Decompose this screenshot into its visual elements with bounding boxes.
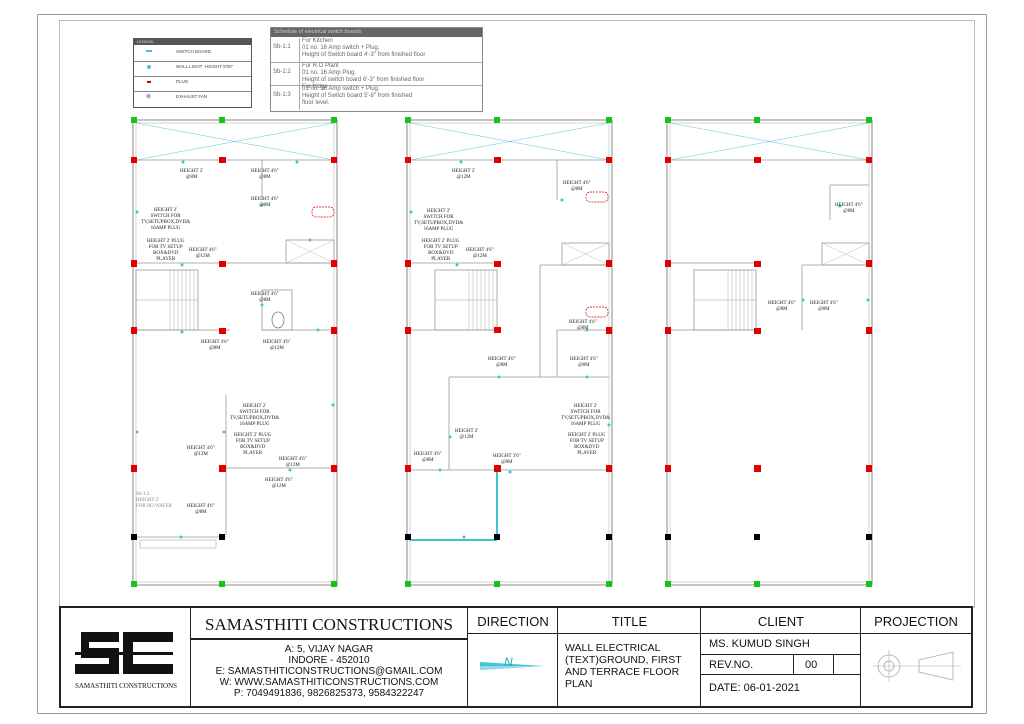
first-label: HEIGHT 4'6" @12M <box>466 248 494 259</box>
schedule-text: For Kitchen 01 no. 16 Amp switch + Plug.… <box>302 38 426 58</box>
logo-cell: SAMASTHITI CONSTRUCTIONS <box>61 608 191 706</box>
terrace-floor-plan <box>665 117 873 587</box>
title-block: SAMASTHITI CONSTRUCTIONS SAMASTHITI CONS… <box>59 606 973 708</box>
schedule-text: For R.O Plant 01 no. 16 Amp Plug. Height… <box>302 63 425 90</box>
ground-label: HEIGHT 4'6" @8M <box>251 292 279 303</box>
legend-label: EXHAUST FAN <box>176 94 208 99</box>
schedule-row: Sb-1:1 For Kitchen 01 no. 16 Amp switch … <box>271 38 482 63</box>
floor-plans-drawing <box>131 117 873 587</box>
wall-light-symbol-icon <box>147 65 151 69</box>
drawing-title: WALL ELECTRICAL (TEXT)GROUND, FIRST AND … <box>565 642 682 690</box>
first-floor-plan <box>405 117 613 587</box>
client-cell: CLIENT MS. KUMUD SINGH REV.NO. 00 DATE: … <box>701 608 861 706</box>
first-label: HEIGHT 2' SWITCH FOR TV,SETUPBOX,DVD& 16… <box>561 404 611 427</box>
logo-text: SAMASTHITI CONSTRUCTIONS <box>74 682 178 690</box>
ground-label: HEIGHT 4'6" @8M <box>251 197 279 208</box>
schedule-title: Schedule of electrical switch boards <box>271 28 482 37</box>
legend-label: SWITCH BOARD <box>176 49 212 54</box>
ground-note: Sb-1:2 HEIGHT 2' FOR RO WATER <box>136 492 172 509</box>
schedule-id: Sb-1:1 <box>273 44 291 50</box>
terrace-label: HEIGHT 4'6" @8M <box>768 301 796 312</box>
legend-row-exhaust-fan: ⊗ EXHAUST FAN <box>134 91 251 106</box>
projection-label: PROJECTION <box>874 614 958 629</box>
address-line-2: INDORE - 452010 <box>288 654 370 666</box>
legend-row-plug: PLUG <box>134 76 251 92</box>
legend-row-switch-board: SWITCH BOARD <box>134 46 251 62</box>
ground-label: HEIGHT 4'6" @12M <box>263 340 291 351</box>
company-phone: P: 7049491836, 9826825373, 9584322247 <box>233 687 425 699</box>
company-cell: SAMASTHITI CONSTRUCTIONS A: 5, VIJAY NAG… <box>191 608 468 706</box>
direction-cell: DIRECTION N <box>468 608 558 706</box>
company-website: W: WWW.SAMASTHITICONSTRUCTIONS.COM <box>219 676 439 688</box>
ground-label: HEIGHT 4'6" @12M <box>189 248 217 259</box>
ground-label: HEIGHT 2' SWITCH FOR TV,SETUPBOX,DVD& 16… <box>230 404 280 427</box>
legend-label: WALL LIGHT -HEIGHT 8'00" <box>176 64 234 69</box>
company-email: E: SAMASTHITICONSTRUCTIONS@GMAIL.COM <box>215 665 443 677</box>
switch-board-schedule: Schedule of electrical switch boards Sb-… <box>270 27 483 112</box>
client-label: CLIENT <box>757 614 805 629</box>
switch-board-symbol-icon <box>146 50 152 52</box>
ground-label: HEIGHT 2' PLUG FOR TV SETUP BOX&DVD PLAY… <box>147 239 185 262</box>
schedule-id: Sb-1:3 <box>273 92 291 98</box>
ground-label: HEIGHT 4'6" @8M <box>187 504 215 515</box>
ground-label: HEIGHT 2' PLUG FOR TV SETUP BOX&DVD PLAY… <box>234 433 272 456</box>
rev-label: REV.NO. <box>709 659 754 671</box>
ground-label: HEIGHT 4'6" @12M <box>279 457 307 468</box>
projection-symbol-icon <box>873 650 961 682</box>
address-line-1: A: 5, VIJAY NAGAR <box>284 643 374 655</box>
company-name: SAMASTHITI CONSTRUCTIONS <box>205 615 453 634</box>
drawing-sheet-border <box>37 14 987 714</box>
projection-cell: PROJECTION <box>861 608 971 706</box>
title-cell: TITLE WALL ELECTRICAL (TEXT)GROUND, FIRS… <box>558 608 701 706</box>
ground-label: HEIGHT 4'6" @12M <box>187 446 215 457</box>
plug-symbol-icon <box>147 81 151 83</box>
client-name: MS. KUMUD SINGH <box>709 638 810 650</box>
terrace-label: HEIGHT 4'6" @8M <box>810 301 838 312</box>
title-label: TITLE <box>611 614 648 629</box>
ground-label: HEIGHT 4'6" @12M <box>265 478 293 489</box>
first-label: HEIGHT 4'6" @8M <box>563 181 591 192</box>
first-label: HEIGHT 2' PLUG FOR TV SETUP BOX&DVD PLAY… <box>568 433 606 456</box>
schedule-row: Sb-1:3 01 no. 16 Amp switch + Plug. Heig… <box>271 86 482 110</box>
terrace-label: HEIGHT 4'6" @8M <box>835 203 863 214</box>
first-label: HEIGHT 2' SWITCH FOR TV,SETUPBOX,DVD& 16… <box>414 209 464 232</box>
drawing-date: DATE: 06-01-2021 <box>709 682 800 694</box>
first-label: HEIGHT 4'6" @8M <box>488 357 516 368</box>
schedule-id: Sb-1:2 <box>273 69 291 75</box>
north-letter: N <box>504 655 513 669</box>
ground-floor-plan <box>131 117 338 587</box>
legend-row-wall-light: WALL LIGHT -HEIGHT 8'00" <box>134 61 251 77</box>
first-label: HEIGHT 2' PLUG FOR TV SETUP BOX&DVD PLAY… <box>422 239 460 262</box>
schedule-row: Sb-1:2 For R.O Plant 01 no. 16 Amp Plug.… <box>271 63 482 90</box>
ground-label: HEIGHT 2' @8M <box>180 169 204 180</box>
legend-header: LEGEND <box>134 39 251 45</box>
first-label: HEIGHT 2' @12M <box>455 429 479 440</box>
exhaust-fan-symbol-icon: ⊗ <box>146 94 152 100</box>
ground-label: HEIGHT 4'6" @8M <box>251 169 279 180</box>
legend-label: PLUG <box>176 79 189 84</box>
first-label: HEIGHT 4'6" @8M <box>569 320 597 331</box>
ground-label: HEIGHT 2' SWITCH FOR TV,SETUPBOX,DVD& 16… <box>141 208 191 231</box>
ground-label: HEIGHT 4'6" @8M <box>201 340 229 351</box>
legend: LEGEND SWITCH BOARD WALL LIGHT -HEIGHT 8… <box>133 38 252 108</box>
company-logo-icon <box>75 632 173 674</box>
first-label: HEIGHT 2' @12M <box>452 169 476 180</box>
first-label: HEIGHT 4'6" @8M <box>570 357 598 368</box>
schedule-text: 01 no. 16 Amp switch + Plug. Height of S… <box>302 86 412 106</box>
first-label: HEIGHT 4'6" @8M <box>414 452 442 463</box>
first-label: HEIGHT 3'6" @8M <box>493 454 521 465</box>
north-arrow-icon <box>480 662 544 670</box>
rev-value: 00 <box>805 659 818 671</box>
direction-label: DIRECTION <box>477 614 549 629</box>
